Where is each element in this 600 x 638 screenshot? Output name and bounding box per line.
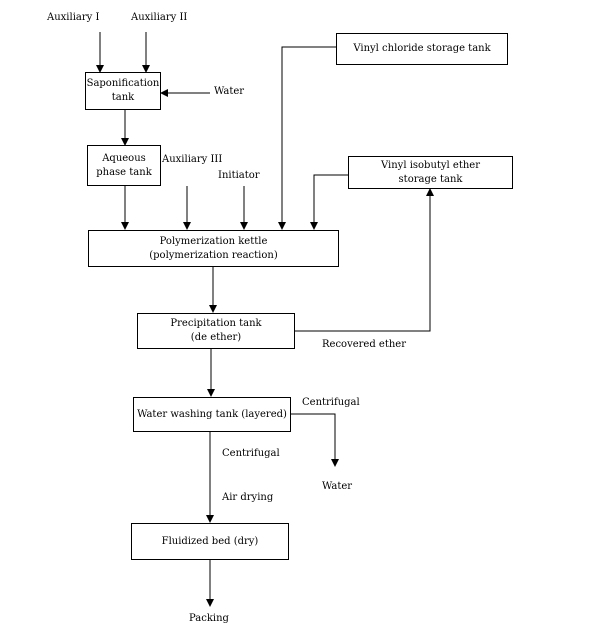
saponification-tank: Saponification tank xyxy=(85,72,161,110)
label-auxiliary-3: Auxiliary III xyxy=(162,154,223,165)
polymerization-kettle: Polymerization kettle (polymerization re… xyxy=(88,230,339,267)
water-washing-label: Water washing tank (layered) xyxy=(137,408,287,420)
label-water-out: Water xyxy=(322,481,353,492)
aqueous-label-line1: Aqueous xyxy=(102,152,146,164)
label-centrifugal-right: Centrifugal xyxy=(302,397,360,408)
label-initiator: Initiator xyxy=(218,170,260,181)
precipitation-label-line1: Precipitation tank xyxy=(170,318,262,329)
water-washing-tank: Water washing tank (layered) xyxy=(133,397,291,432)
saponification-label-line1: Saponification xyxy=(86,78,160,89)
vinyl-isobutyl-label-line2: storage tank xyxy=(398,173,463,185)
saponification-label-line2: tank xyxy=(111,92,135,103)
label-recovered-ether: Recovered ether xyxy=(322,339,406,350)
label-water-in: Water xyxy=(214,86,245,97)
label-auxiliary-1: Auxiliary I xyxy=(47,12,100,23)
label-auxiliary-2: Auxiliary II xyxy=(131,12,188,23)
fluidized-bed: Fluidized bed (dry) xyxy=(131,523,289,560)
vinyl-chloride-label: Vinyl chloride storage tank xyxy=(353,43,491,54)
arrow-vinyl-isobutyl xyxy=(310,174,348,230)
arrow-wash-water xyxy=(291,413,339,467)
precipitation-label-line2: (de ether) xyxy=(190,332,242,343)
label-air-drying: Air drying xyxy=(222,492,274,503)
arrow-vinyl-chloride xyxy=(278,46,336,230)
fluidized-bed-label: Fluidized bed (dry) xyxy=(161,535,259,547)
vinyl-isobutyl-label-line1: Vinyl isobutyl ether xyxy=(380,159,481,171)
arrow-recovered-ether xyxy=(295,188,434,332)
label-packing: Packing xyxy=(189,613,229,624)
precipitation-tank: Precipitation tank (de ether) xyxy=(137,313,295,349)
polymerization-label-line1: Polymerization kettle xyxy=(159,235,268,247)
vinyl-isobutyl-ether-storage-tank: Vinyl isobutyl ether storage tank xyxy=(348,156,513,189)
vinyl-chloride-storage-tank: Vinyl chloride storage tank xyxy=(336,33,508,65)
polymerization-label-line2: (polymerization reaction) xyxy=(149,249,278,261)
aqueous-label-line2: phase tank xyxy=(96,166,152,178)
aqueous-phase-tank: Aqueous phase tank xyxy=(87,145,161,186)
label-centrifugal-down: Centrifugal xyxy=(222,448,280,459)
